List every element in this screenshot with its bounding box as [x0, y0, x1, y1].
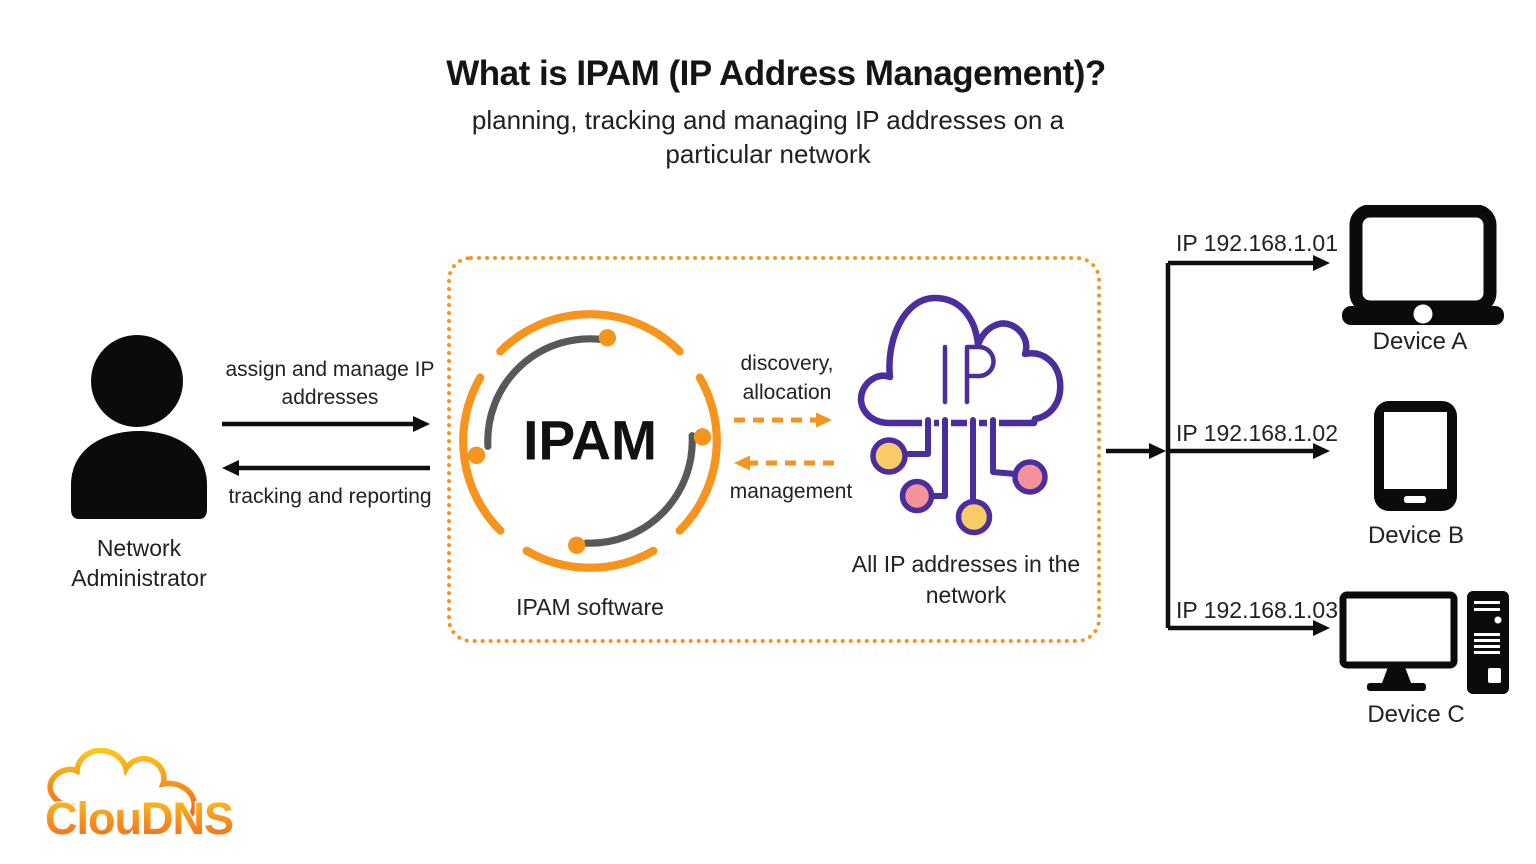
logo-text: ClouDNS — [45, 793, 233, 843]
assign-manage-label: assign and manage IP addresses — [222, 356, 438, 412]
tracking-reporting-label: tracking and reporting — [228, 485, 432, 508]
laptop-icon — [1342, 205, 1504, 325]
discovery-allocation-label: discovery, allocation — [712, 349, 862, 407]
ipam-dashed-box — [447, 256, 1101, 643]
ip-cloud-icon — [857, 294, 1064, 536]
assign-arrow — [222, 416, 430, 432]
network-administrator-icon — [71, 335, 207, 519]
admin-label-line-1: Network — [96, 535, 182, 561]
person-head — [91, 335, 183, 427]
device-c-ip-label: IP 192.168.1.03 — [1176, 597, 1338, 623]
tracking-arrow — [222, 460, 430, 476]
discovery-label-line-1: discovery, — [740, 352, 834, 375]
tower-details — [1474, 601, 1502, 683]
tablet-home-button — [1404, 496, 1426, 503]
ip-node-pink-right — [1012, 459, 1048, 495]
device-a-ip-label: IP 192.168.1.01 — [1176, 230, 1338, 256]
ipam-software-label: IPAM software — [516, 594, 664, 620]
page-title: What is IPAM (IP Address Management)? — [446, 54, 1106, 93]
admin-label-line-2: Administrator — [71, 565, 207, 591]
ip-node-pink-left — [899, 478, 935, 514]
device-a-label: Device A — [1372, 328, 1468, 355]
network-administrator-label: Network Administrator — [39, 533, 239, 593]
cloud-caption: All IP addresses in the network — [846, 549, 1086, 611]
monitor-base — [1367, 683, 1426, 691]
ipam-software-icon: IPAM — [459, 310, 721, 572]
ipam-orange-dots — [467, 329, 712, 554]
cloudns-logo: ClouDNS — [44, 748, 236, 843]
monitor-screen — [1339, 591, 1458, 669]
cloud-ip-text: IP — [938, 345, 985, 403]
monitor-stand — [1382, 667, 1411, 683]
person-body — [71, 431, 207, 519]
subtitle-line-1: planning, tracking and managing IP addre… — [471, 105, 1065, 135]
device-b-ip-label: IP 192.168.1.02 — [1176, 420, 1338, 446]
ip-address-nodes — [870, 437, 1048, 536]
subtitle-line-2: particular network — [665, 139, 871, 169]
cloud-outline — [857, 294, 1064, 427]
desktop-tower-icon — [1339, 591, 1509, 694]
cloud-caption-line-2: network — [925, 582, 1007, 608]
cloud-caption-line-1: All IP addresses in the — [851, 551, 1081, 577]
ipam-gray-arcs — [484, 335, 696, 547]
tablet-icon — [1374, 401, 1457, 511]
logo-cloud-outline — [47, 748, 197, 819]
assign-label-line-1: assign and manage IP — [225, 358, 435, 381]
cloud-circuit-lines — [905, 417, 1019, 503]
laptop-camera-dot — [1413, 304, 1433, 324]
tower-button — [1488, 668, 1501, 683]
device-c-label: Device C — [1367, 701, 1465, 728]
ip-node-yellow-left — [870, 437, 908, 475]
page-subtitle: planning, tracking and managing IP addre… — [293, 103, 1243, 171]
assign-label-line-2: addresses — [281, 386, 379, 409]
cloud-ip-glyph-p — [964, 344, 996, 405]
management-label: management — [729, 480, 853, 503]
device-b-label: Device B — [1367, 522, 1465, 549]
tablet-screen — [1384, 412, 1447, 489]
ipam-orange-arcs — [459, 310, 721, 572]
discovery-label-line-2: allocation — [742, 381, 832, 404]
cloud-ip-glyph — [942, 344, 996, 405]
laptop-screen — [1349, 205, 1497, 314]
ipam-center-text: IPAM — [523, 409, 657, 471]
ip-node-yellow-bottom — [955, 498, 993, 536]
